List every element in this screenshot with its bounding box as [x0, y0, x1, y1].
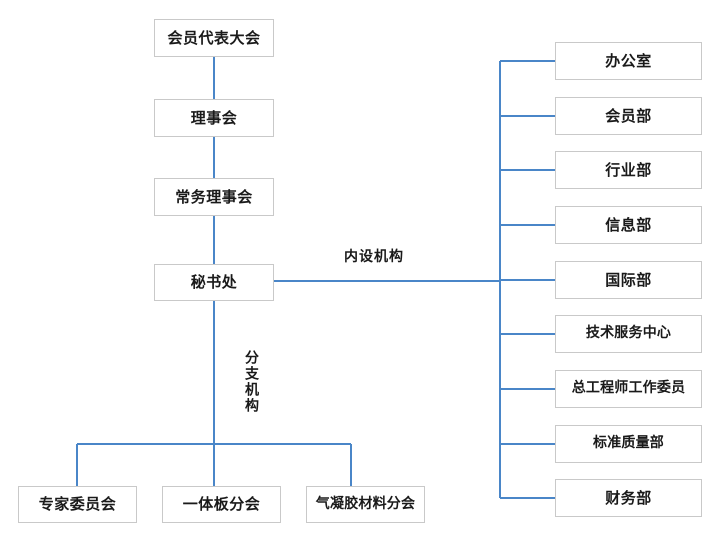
- unit-information[interactable]: 信息部: [555, 206, 702, 244]
- unit-membership-label: 会员部: [605, 106, 652, 125]
- unit-standards-quality[interactable]: 标准质量部: [555, 425, 702, 463]
- node-secretariat-label: 秘书处: [190, 273, 238, 292]
- node-council-label: 理事会: [190, 108, 238, 127]
- unit-international[interactable]: 国际部: [555, 261, 702, 299]
- caption-internal-units: 内设机构: [344, 249, 404, 265]
- branch-integrated-board[interactable]: 一体板分会: [162, 486, 281, 523]
- branch-expert-committee[interactable]: 专家委员会: [18, 486, 137, 523]
- node-secretariat[interactable]: 秘书处: [154, 264, 274, 301]
- unit-industry[interactable]: 行业部: [555, 151, 702, 189]
- node-standing-council[interactable]: 常务理事会: [154, 178, 274, 216]
- unit-office[interactable]: 办公室: [555, 42, 702, 80]
- unit-international-label: 国际部: [605, 270, 652, 289]
- unit-chief-engineer-committee-label: 总工程师工作委员: [571, 380, 686, 397]
- unit-tech-service-center[interactable]: 技术服务中心: [555, 315, 702, 353]
- node-general-assembly-label: 会员代表大会: [167, 28, 261, 47]
- unit-finance-label: 财务部: [605, 488, 652, 507]
- branch-aerogel-material-label: 气凝胶材料分会: [315, 495, 416, 512]
- unit-information-label: 信息部: [605, 215, 652, 234]
- node-general-assembly[interactable]: 会员代表大会: [154, 19, 274, 57]
- unit-office-label: 办公室: [605, 51, 652, 70]
- branch-aerogel-material[interactable]: 气凝胶材料分会: [306, 486, 425, 523]
- node-standing-council-label: 常务理事会: [175, 187, 253, 206]
- unit-chief-engineer-committee[interactable]: 总工程师工作委员: [555, 370, 702, 408]
- unit-tech-service-center-label: 技术服务中心: [585, 325, 672, 342]
- unit-standards-quality-label: 标准质量部: [593, 435, 664, 452]
- caption-branch-units: 分支机构: [243, 350, 259, 414]
- unit-membership[interactable]: 会员部: [555, 97, 702, 135]
- node-council[interactable]: 理事会: [154, 99, 274, 137]
- unit-finance[interactable]: 财务部: [555, 479, 702, 517]
- unit-industry-label: 行业部: [605, 160, 652, 179]
- branch-expert-committee-label: 专家委员会: [38, 495, 117, 514]
- branch-integrated-board-label: 一体板分会: [182, 495, 261, 514]
